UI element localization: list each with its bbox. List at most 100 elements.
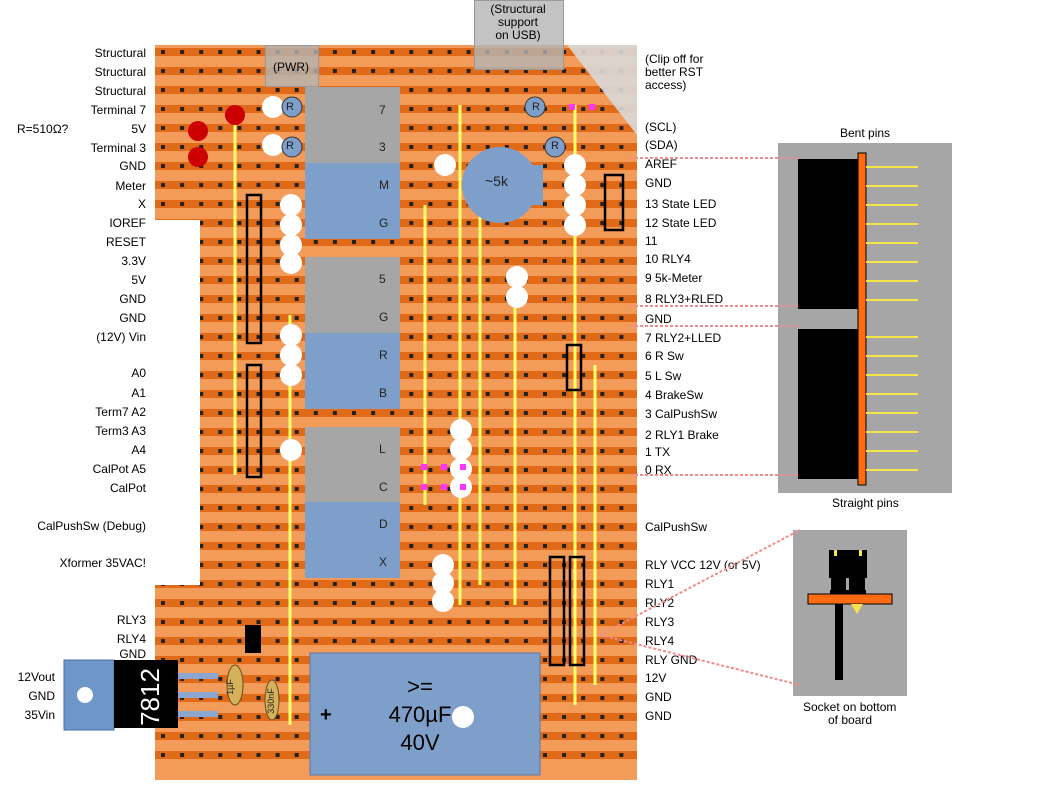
strip-hole [294,278,299,282]
strip-hole [332,411,337,415]
strip-hole [275,753,280,757]
strip-hole [180,50,185,54]
strip-hole [180,734,185,738]
left-label: Terminal 3 [90,141,146,155]
strip-hole [256,506,261,510]
resistor-letter: R [286,140,294,152]
strip-hole [352,69,356,73]
strip-hole [581,506,586,510]
strip-hole [409,335,414,339]
strip-hole [428,50,433,54]
strip-hole [562,715,567,719]
left-label: 5V [131,122,146,136]
strip-hole [581,449,586,453]
strip-hole [600,430,605,434]
strip-hole [466,259,471,263]
clip-note-line: better RST [645,65,704,79]
left-label: Terminal 7 [90,103,146,117]
strip-hole [543,658,547,662]
strip-hole [294,639,299,643]
strip-hole [428,297,433,301]
marker-dot [460,484,466,490]
strip-hole [275,715,280,719]
strip-hole [237,221,242,225]
strip-hole [504,639,509,643]
strip-hole [237,582,242,586]
strip-hole [180,107,185,111]
strip-hole [428,563,433,567]
strip-hole [275,164,280,168]
strip-hole [218,582,223,586]
strip-hole [256,582,261,586]
strip-hole [428,278,433,282]
copper-strip [155,637,637,645]
strip-hole [180,69,185,73]
pot-label: ~5k [485,173,508,189]
strip-hole [313,620,318,624]
strip-hole [428,411,433,415]
strip-hole [504,107,509,111]
strip-hole [543,202,547,206]
strip-hole [218,563,223,567]
strip-hole [543,373,547,377]
right-label: 12V [645,671,667,685]
strip-hole [466,50,471,54]
left-label: 3.3V [121,254,146,268]
strip-hole [161,639,165,643]
strip-hole [600,240,605,244]
marker-dot [441,464,447,470]
strip-hole [409,525,414,529]
strip-hole [466,69,471,73]
strip-hole [161,126,165,130]
strip-hole [619,753,624,757]
strip-hole [562,525,567,529]
solder-pad [280,234,302,256]
pwr-note: (PWR) [273,60,309,74]
strip-hole [237,753,242,757]
strip-hole [466,335,471,339]
strip-hole [581,126,586,130]
strip-hole [218,392,223,396]
strip-hole [485,411,490,415]
strip-hole [543,221,547,225]
strip-hole [256,525,261,529]
strip-hole [523,221,528,225]
strip-hole [218,145,223,149]
strip-hole [523,506,528,510]
strip-hole [237,316,242,320]
strip-hole [600,658,605,662]
pointer-lines [600,157,800,686]
strip-hole [256,544,261,548]
strip-hole [466,316,471,320]
strip-hole [199,183,204,187]
strip-hole [466,525,471,529]
strip-hole [180,88,185,92]
strip-hole [199,335,204,339]
right-label: GND [645,176,672,190]
strip-hole [600,164,605,168]
strip-hole [352,582,356,586]
strip-hole [428,392,433,396]
strip-hole [256,430,261,434]
strip-hole [218,202,223,206]
strip-hole [237,278,242,282]
strip-hole [562,69,567,73]
strip-hole [199,392,204,396]
strip-hole [237,392,242,396]
strip-hole [237,145,242,149]
strip-hole [218,677,223,681]
strip-hole [562,50,567,54]
strip-hole [504,544,509,548]
strip-hole [466,620,471,624]
strip-hole [275,582,280,586]
strip-hole [256,50,261,54]
strip-hole [543,563,547,567]
strip-hole [275,506,280,510]
strip-hole [504,145,509,149]
strip-hole [447,468,452,472]
strip-hole [275,88,280,92]
strip-hole [409,316,414,320]
strip-hole [485,468,490,472]
strip-hole [619,658,624,662]
strip-hole [581,145,586,149]
